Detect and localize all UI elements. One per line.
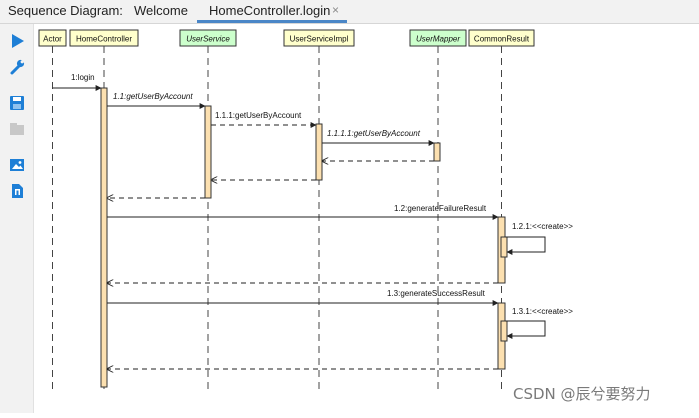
sequence-diagram-canvas[interactable]: Actor HomeController UserService UserSer… <box>34 24 699 413</box>
tab-welcome[interactable]: Welcome <box>134 3 188 18</box>
tab-homecontroller-login[interactable]: HomeController.login <box>209 3 331 18</box>
message-label: 1.3.1:<<create>> <box>512 307 573 316</box>
message-label: 1.3:generateSuccessResult <box>387 289 486 298</box>
participant-label: HomeController <box>76 35 132 44</box>
activation-commonresult-self-1 <box>500 236 508 258</box>
diagram-toolbar <box>0 24 34 413</box>
tab-bar: Sequence Diagram: Welcome HomeController… <box>0 0 699 24</box>
activation-userservice <box>204 105 212 199</box>
self-message-arrow <box>505 320 546 339</box>
activation-homecontroller <box>100 87 108 388</box>
participant-label: UserService <box>186 35 230 44</box>
participant-userservice[interactable]: UserService <box>179 29 237 47</box>
participant-label: CommonResult <box>474 35 530 44</box>
message-label: 1.2:generateFailureResult <box>394 204 487 213</box>
message-label: 1.1.1:getUserByAccount <box>215 111 302 120</box>
close-icon[interactable]: × <box>332 3 340 17</box>
activation-commonresult-self-2 <box>500 320 508 342</box>
panel-title: Sequence Diagram: <box>8 3 123 18</box>
export-icon[interactable] <box>8 182 26 200</box>
participant-label: UserServiceImpl <box>290 35 349 44</box>
active-tab-indicator <box>197 20 347 23</box>
participant-usermapper[interactable]: UserMapper <box>409 29 467 47</box>
message-label: 1.1:getUserByAccount <box>113 92 193 101</box>
folder-icon[interactable] <box>8 120 26 138</box>
image-icon[interactable] <box>8 156 26 174</box>
participant-label: Actor <box>43 35 62 44</box>
message-label: 1.2.1:<<create>> <box>512 222 573 231</box>
activation-usermapper <box>433 142 441 162</box>
activation-userserviceimpl <box>315 123 323 181</box>
participant-label: UserMapper <box>416 35 460 44</box>
participant-homecontroller[interactable]: HomeController <box>69 29 139 47</box>
participant-actor[interactable]: Actor <box>38 29 67 47</box>
watermark: CSDN @辰兮要努力 <box>513 385 651 403</box>
save-icon[interactable] <box>8 94 26 112</box>
message-label: 1:login <box>71 73 95 82</box>
message-label: 1.1.1.1:getUserByAccount <box>327 129 421 138</box>
wrench-icon[interactable] <box>8 58 26 76</box>
play-icon[interactable] <box>8 32 26 50</box>
participant-commonresult[interactable]: CommonResult <box>468 29 535 47</box>
participant-userserviceimpl[interactable]: UserServiceImpl <box>283 29 355 47</box>
self-message-arrow <box>505 236 546 255</box>
